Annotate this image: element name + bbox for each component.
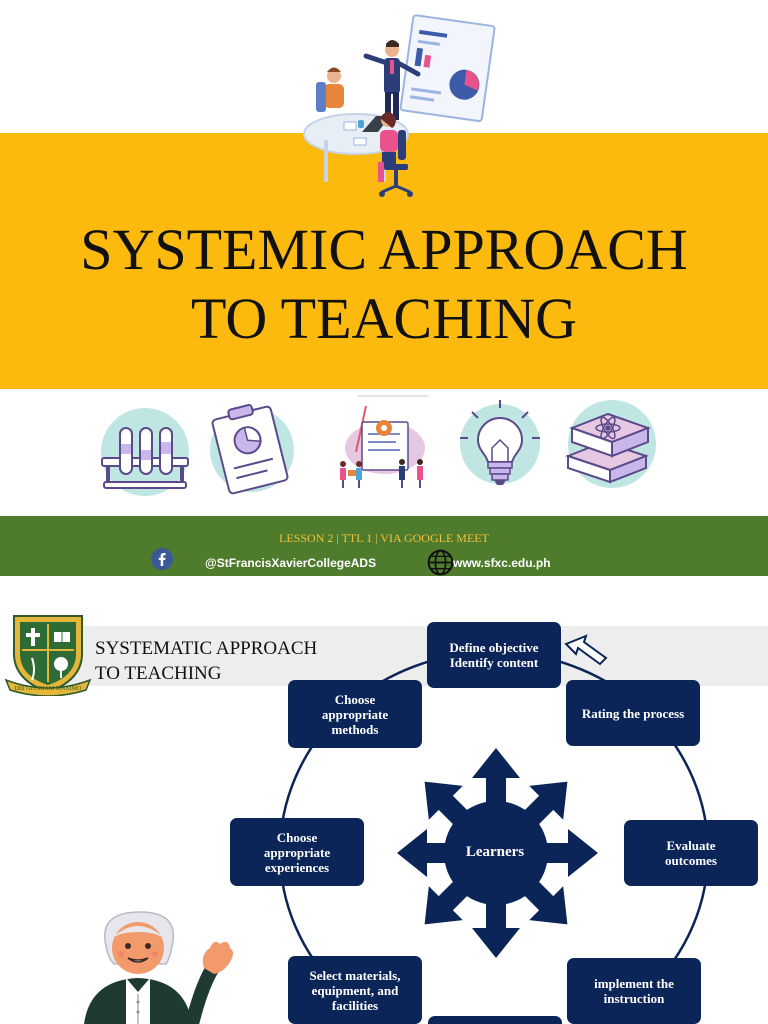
header-strip bbox=[60, 626, 768, 686]
footer-band bbox=[0, 516, 768, 576]
step-define-line-2: Identify content bbox=[449, 655, 539, 670]
crest-motto: DEI GLORIAM MAXIMO bbox=[15, 686, 82, 692]
cycle-slide: DEI GLORIAM MAXIMO SYSTEMATIC APPROACH T… bbox=[0, 590, 768, 1024]
step-define-objective: Define objective Identify content bbox=[427, 622, 561, 688]
step-implement-line-1: implement the bbox=[594, 976, 674, 991]
step-implement-instruction: implement the instruction bbox=[567, 958, 701, 1024]
step-experiences-line-2: appropriate bbox=[263, 844, 331, 860]
learners-star-icon bbox=[397, 748, 598, 958]
facebook-handle[interactable]: @StFrancisXavierCollegeADS bbox=[205, 556, 377, 570]
lesson-info: LESSON 2 | TTL 1 | VIA GOOGLE MEET bbox=[279, 531, 489, 545]
step-choose-methods: Choose appropriate methods bbox=[288, 680, 422, 748]
test-tubes-icon bbox=[101, 408, 189, 496]
cycle-arrow-icon bbox=[564, 634, 608, 666]
title-slide: SYSTEMIC APPROACH TO TEACHING bbox=[0, 14, 768, 576]
meeting-illustration-icon bbox=[303, 14, 496, 197]
slide-title-line-2: TO TEACHING bbox=[190, 286, 578, 351]
step-methods-line-1: Choose bbox=[334, 691, 376, 707]
lightbulb-icon bbox=[460, 400, 540, 485]
step-select-line-2: equipment, and bbox=[311, 982, 399, 998]
website-link[interactable]: www.sfxc.edu.ph bbox=[453, 556, 551, 570]
slide2-title-line-1: SYSTEMATIC APPROACH bbox=[95, 638, 318, 659]
teacher-illustration-icon bbox=[84, 911, 233, 1024]
slide2-title: SYSTEMATIC APPROACH TO TEACHING bbox=[95, 636, 317, 686]
step-experiences-line-3: experiences bbox=[264, 859, 330, 875]
step-rating-line-1: Rating the process bbox=[581, 705, 685, 721]
school-crest-icon: DEI GLORIAM MAXIMO bbox=[4, 615, 92, 696]
clipboard-chart-icon bbox=[210, 404, 294, 495]
books-atom-icon bbox=[565, 400, 656, 488]
step-select-materials: Select materials, equipment, and facilit… bbox=[288, 956, 422, 1024]
step-methods-line-3: methods bbox=[331, 721, 379, 737]
step-partial-bottom bbox=[428, 1016, 562, 1024]
globe-icon[interactable] bbox=[427, 549, 454, 576]
step-experiences-line-1: Choose bbox=[276, 829, 318, 845]
slide2-title-line-2: TO TEACHING bbox=[95, 663, 222, 684]
facebook-icon[interactable] bbox=[150, 547, 174, 571]
step-evaluate-line-1: Evaluate bbox=[666, 838, 716, 853]
step-methods-line-2: appropriate bbox=[321, 706, 389, 722]
team-presentation-icon bbox=[340, 395, 428, 488]
slide-title-line-1: SYSTEMIC APPROACH bbox=[80, 217, 688, 282]
step-implement-line-2: instruction bbox=[603, 991, 665, 1006]
step-evaluate-line-2: outcomes bbox=[665, 853, 717, 868]
topic-icon-row bbox=[101, 395, 656, 496]
step-define-line-1: Define objective bbox=[449, 640, 539, 655]
step-evaluate-outcomes: Evaluate outcomes bbox=[624, 820, 758, 886]
step-rating-process: Rating the process bbox=[566, 680, 700, 746]
step-select-line-1: Select materials, bbox=[309, 967, 401, 983]
learners-label: Learners bbox=[465, 844, 525, 860]
step-choose-experiences: Choose appropriate experiences bbox=[230, 818, 364, 886]
step-select-line-3: facilities bbox=[331, 997, 379, 1013]
